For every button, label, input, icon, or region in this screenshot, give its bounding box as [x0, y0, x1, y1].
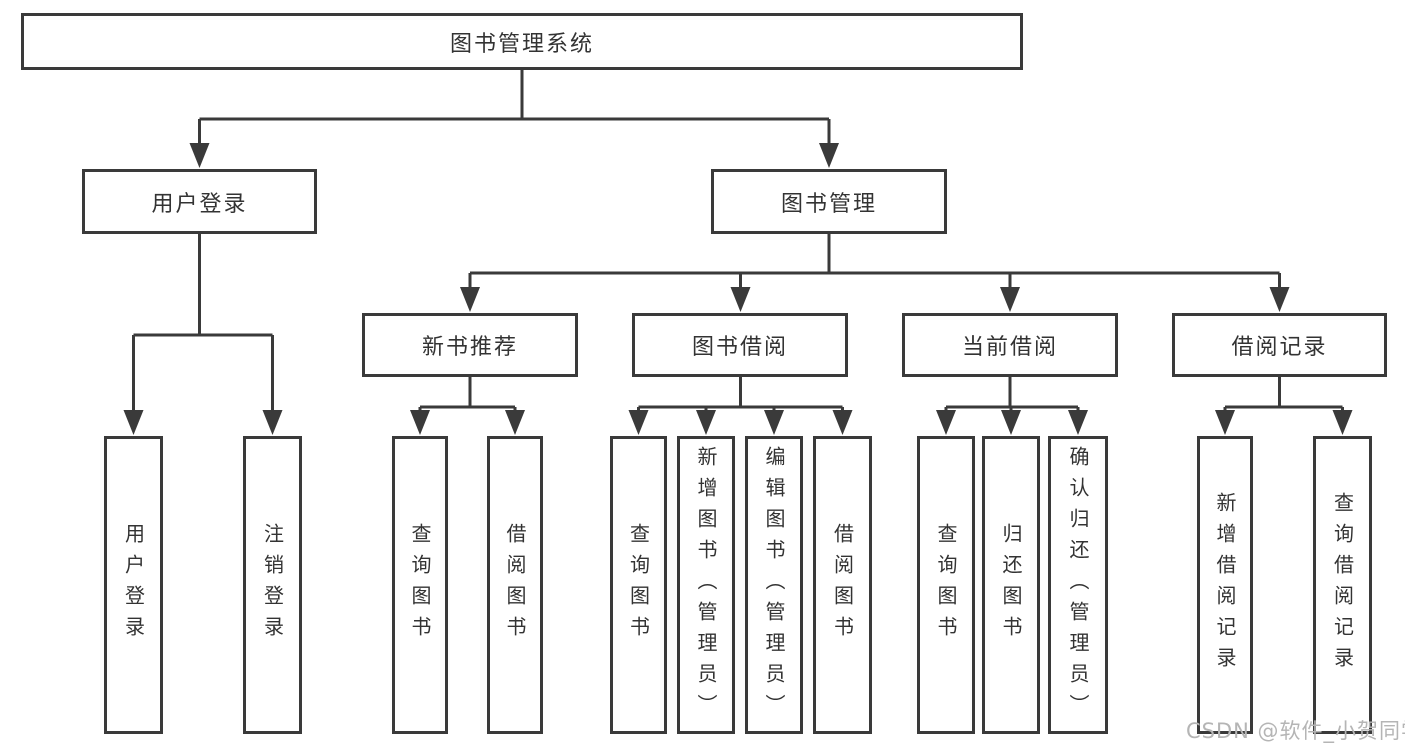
leaf-query-books-1: 查询图书: [392, 436, 448, 734]
node-current-borrowing: 当前借阅: [902, 313, 1118, 377]
node-book-borrowing: 图书借阅: [632, 313, 848, 377]
leaf-logout: 注销登录: [243, 436, 302, 734]
leaf-confirm-return-admin: 确认归还（管理员）: [1048, 436, 1108, 734]
leaf-add-books-admin: 新增图书（管理员）: [677, 436, 735, 734]
node-book-management: 图书管理: [711, 169, 947, 234]
leaf-query-books-2: 查询图书: [610, 436, 667, 734]
leaf-add-borrow-record: 新增借阅记录: [1197, 436, 1253, 734]
leaf-return-books: 归还图书: [982, 436, 1040, 734]
leaf-query-borrow-record: 查询借阅记录: [1313, 436, 1372, 734]
node-library-management-system: 图书管理系统: [21, 13, 1023, 70]
node-user-login: 用户登录: [82, 169, 317, 234]
node-borrowing-records: 借阅记录: [1172, 313, 1387, 377]
node-new-book-recommendation: 新书推荐: [362, 313, 578, 377]
leaf-user-login: 用户登录: [104, 436, 163, 734]
leaf-borrow-books-1: 借阅图书: [487, 436, 543, 734]
leaf-edit-books-admin: 编辑图书（管理员）: [745, 436, 803, 734]
leaf-borrow-books-2: 借阅图书: [813, 436, 872, 734]
leaf-query-books-3: 查询图书: [917, 436, 975, 734]
csdn-watermark: CSDN @软件_小贺同学: [1186, 719, 1405, 743]
